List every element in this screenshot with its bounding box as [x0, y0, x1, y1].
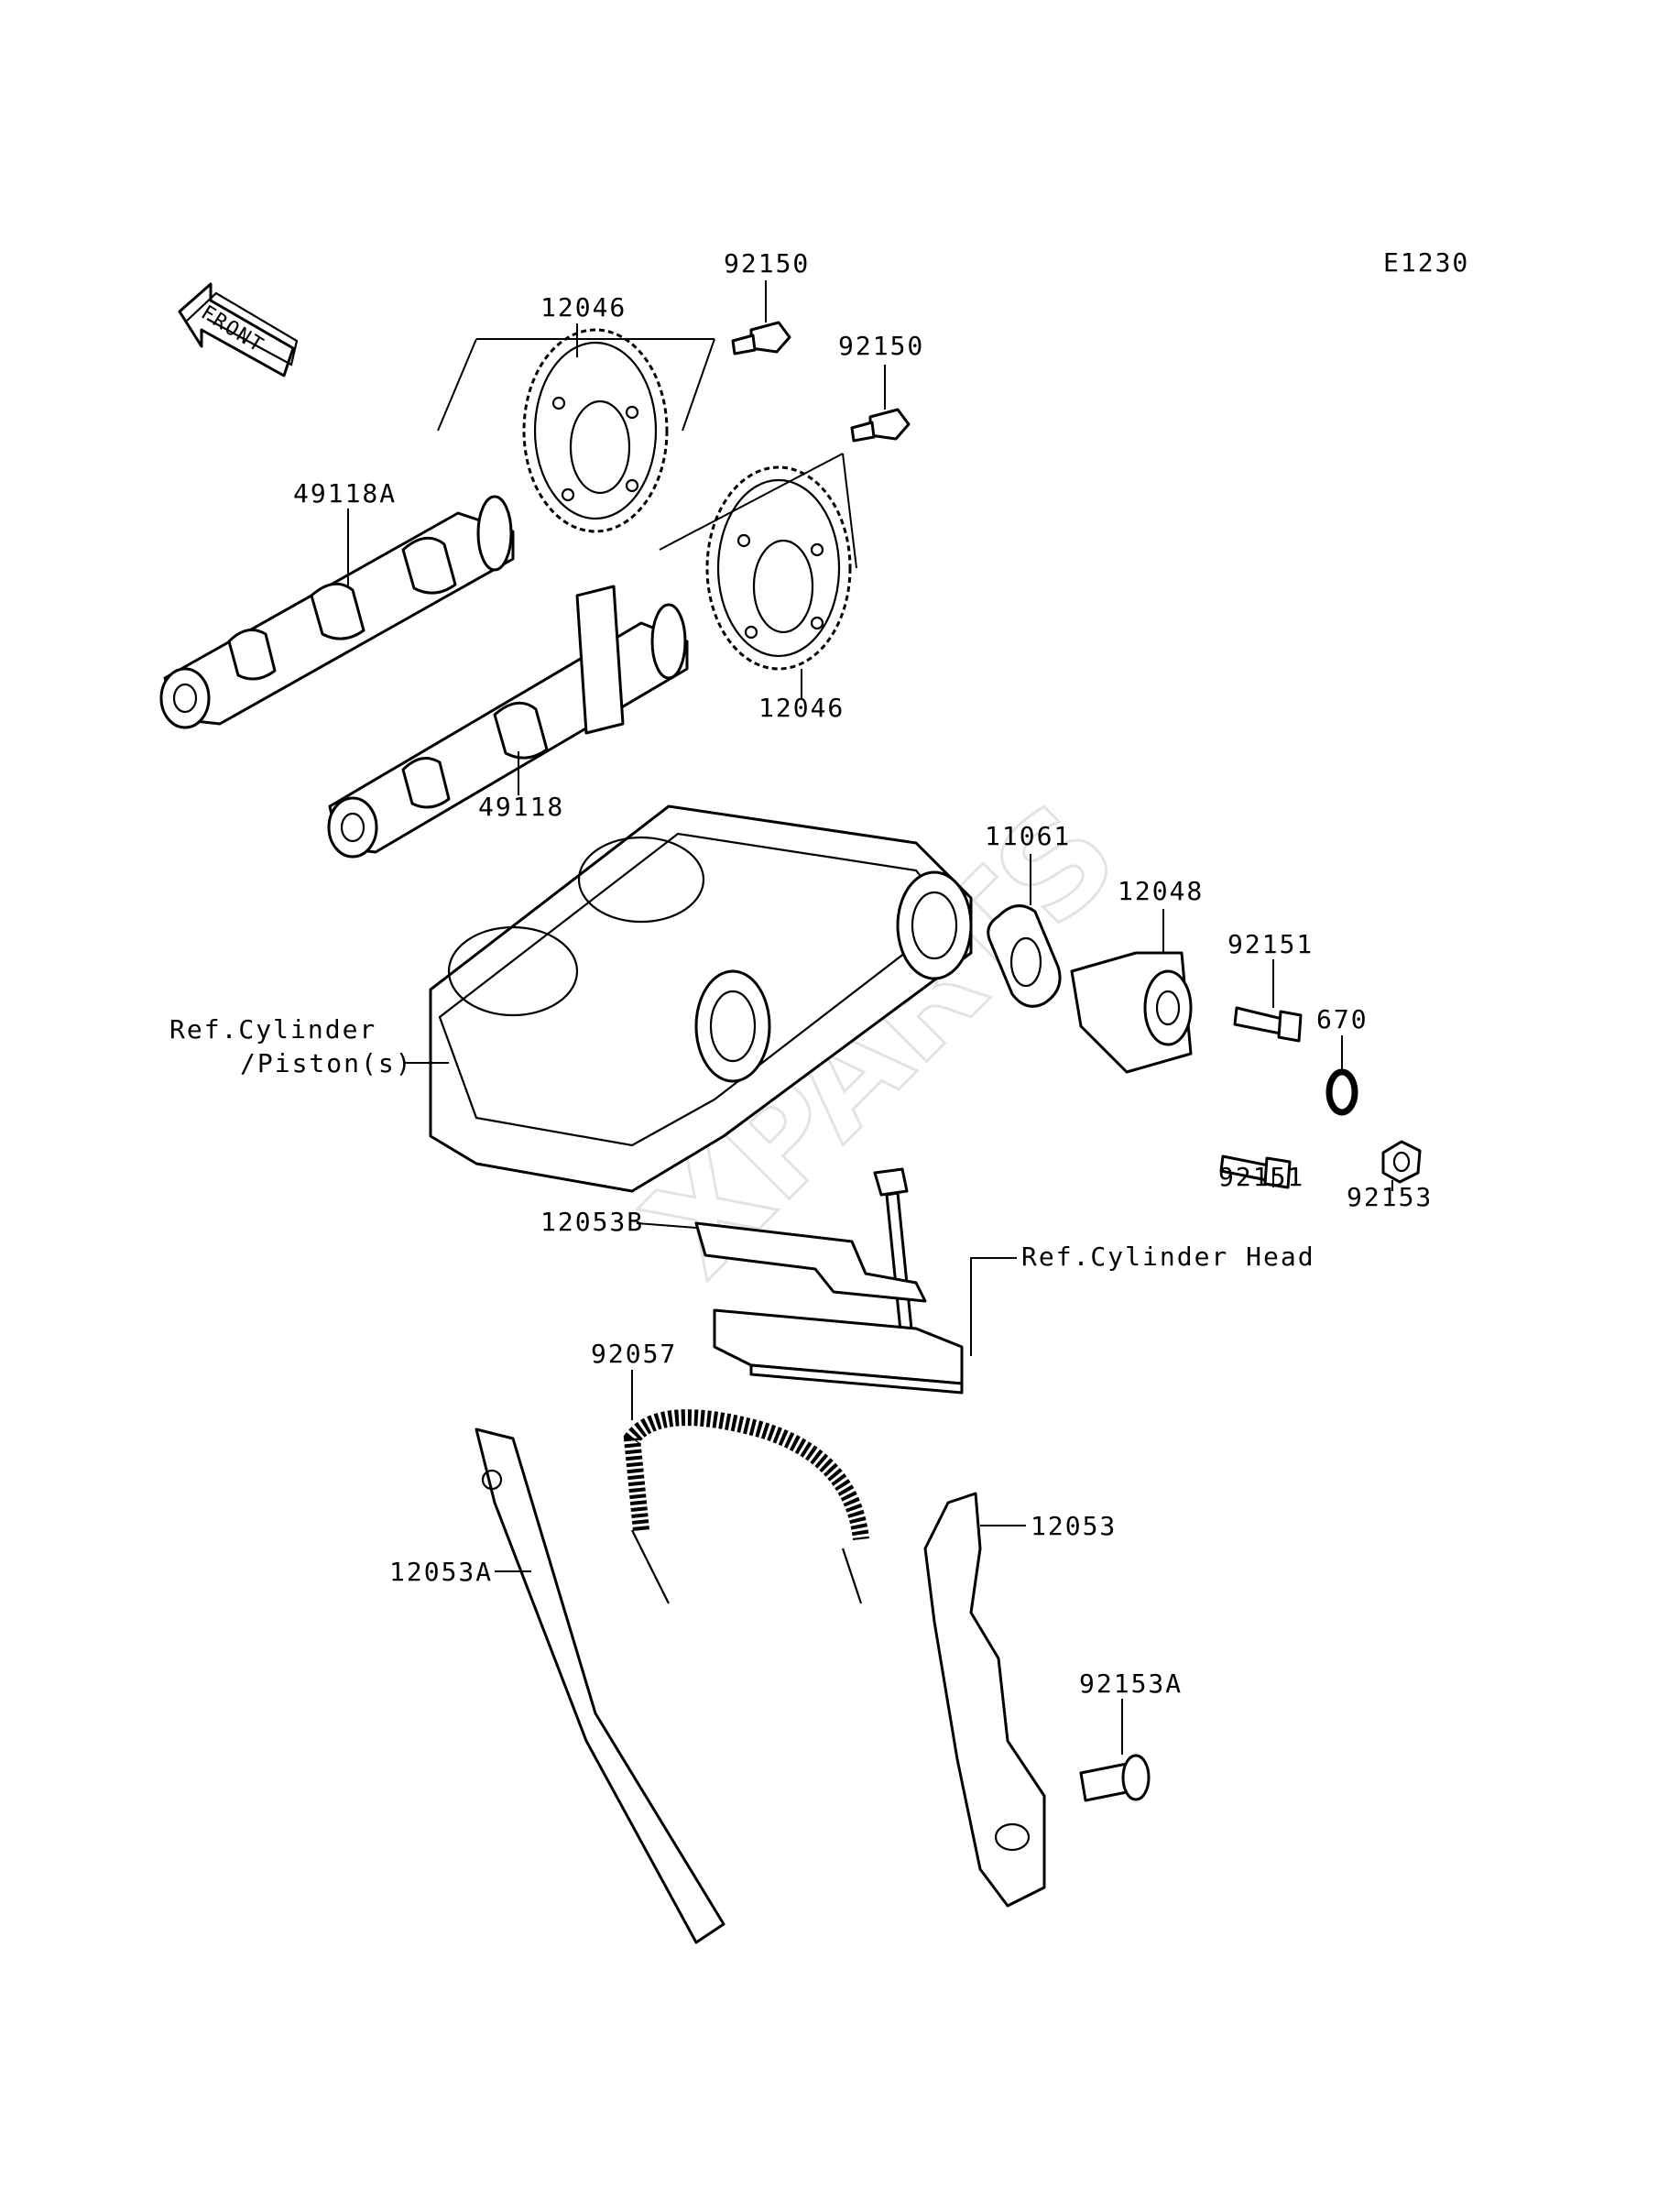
label-670: 670	[1316, 1004, 1369, 1034]
camshaft-sprocket-upper	[522, 328, 669, 533]
label-92153: 92153	[1347, 1182, 1433, 1212]
label-49118A: 49118A	[293, 478, 397, 509]
cylinder-block	[429, 804, 973, 1193]
label-11061: 11061	[985, 821, 1071, 851]
label-92151-upper: 92151	[1227, 929, 1314, 959]
label-92057: 92057	[591, 1339, 677, 1369]
guide-holder	[713, 1308, 964, 1395]
front-arrow-icon: FRONT	[178, 282, 299, 377]
sprocket-bolt-upper	[731, 321, 791, 356]
label-12053: 12053	[1031, 1511, 1117, 1541]
chain-guide-front	[475, 1428, 725, 1944]
label-12046-lower: 12046	[758, 693, 845, 723]
label-12053B: 12053B	[540, 1207, 644, 1237]
tensioner-bolt-upper	[1233, 1006, 1303, 1043]
chain-guide-rear	[923, 1492, 1046, 1908]
label-12053A: 12053A	[389, 1557, 493, 1587]
camshaft-intake	[327, 585, 689, 859]
label-ref-cylinder: Ref.Cylinder	[169, 1014, 376, 1045]
o-ring	[1325, 1068, 1358, 1116]
label-92153A: 92153A	[1079, 1668, 1183, 1699]
chain-guide-upper	[694, 1221, 927, 1303]
label-12048: 12048	[1118, 876, 1204, 906]
tensioner-gasket	[987, 904, 1062, 1008]
label-92151-lower: 92151	[1218, 1162, 1304, 1192]
tensioner-bolt-lower	[1219, 1154, 1292, 1189]
sprocket-bolt-lower	[850, 408, 911, 443]
label-ref-piston: /Piston(s)	[240, 1048, 413, 1078]
label-12046-upper: 12046	[540, 292, 627, 323]
camshaft-sprocket-lower	[705, 465, 852, 671]
tensioner-cap-bolt	[1381, 1140, 1422, 1184]
leader-lines	[347, 280, 1393, 1755]
cam-chain	[623, 1409, 869, 1604]
label-92150-top: 92150	[724, 248, 810, 279]
guide-bolt	[873, 1167, 916, 1360]
diagram-code: E1230	[1383, 247, 1469, 278]
label-ref-cylinder-head: Ref.Cylinder Head	[1021, 1242, 1315, 1272]
label-92150-second: 92150	[838, 331, 924, 361]
chain-tensioner	[1070, 951, 1193, 1074]
guide-pivot-bolt	[1079, 1754, 1151, 1802]
camshaft-exhaust	[159, 495, 515, 729]
label-49118: 49118	[478, 792, 564, 822]
